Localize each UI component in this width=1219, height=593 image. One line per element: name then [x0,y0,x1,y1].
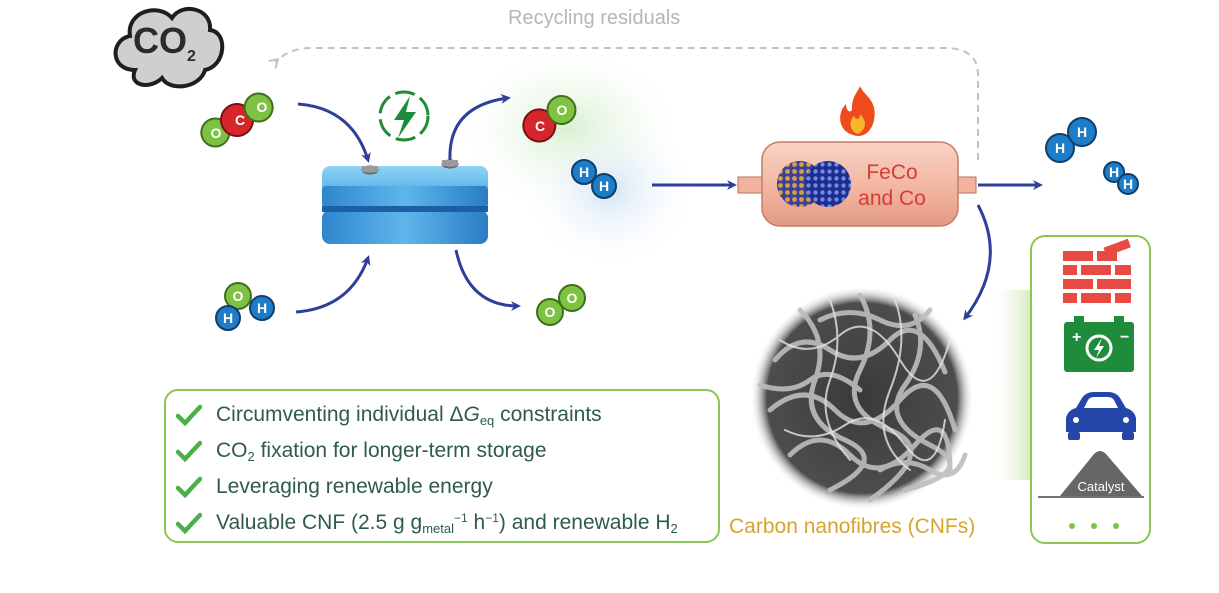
reactor [737,141,977,227]
benefit-item: Leveraging renewable energy [176,469,718,505]
reactor-label: FeCo and Co [852,160,932,212]
benefits-panel: Circumventing individual ΔGeq constraint… [164,389,720,543]
arrow-h2o-to-cell [295,255,371,314]
recycling-residuals-label: Recycling residuals [508,7,681,29]
atom-label-c: C [535,118,545,134]
benefit-text-sup: −1 [454,510,468,525]
benefit-text-part: CO [216,438,248,462]
benefit-text-sup: −1 [485,510,499,525]
benefit-text-sub: 2 [247,448,255,464]
co2-molecule-input [200,92,274,148]
co-catalyst-sphere [805,161,851,207]
benefit-text-part: ) and renewable H [498,510,671,534]
benefit-text-part: fixation for longer-term storage [254,438,547,462]
ellipsis-icon [1069,523,1119,529]
benefit-text-part: Leveraging renewable energy [216,475,493,498]
atom-label-o: O [211,125,222,141]
co2-cloud-main: CO [133,20,187,61]
benefit-text: Circumventing individual ΔGeq constraint… [216,403,602,428]
atom-label-o: O [557,102,568,118]
benefit-text-part: h [467,510,486,534]
brick-wall-icon [1063,238,1131,303]
atom-label-o: O [257,99,268,115]
check-icon [176,404,202,426]
check-icon [176,512,202,534]
benefit-text-part: Circumventing individual Δ [216,402,464,426]
atom-label-h: H [579,164,589,180]
car-icon [1066,392,1136,440]
battery-icon: + − [1064,316,1134,372]
cnf-label: Carbon nanofibres (CNFs) [729,515,976,538]
atom-label-o: O [545,304,556,320]
benefit-text: Leveraging renewable energy [216,475,493,499]
svg-text:+: + [1072,329,1081,346]
benefit-text-italic: G [463,402,480,426]
co2-cloud-icon [113,7,225,89]
benefit-text-sub: eq [479,412,495,428]
atom-label-h: H [1109,164,1119,180]
atom-label-h: H [1077,124,1087,140]
benefit-text: Valuable CNF (2.5 g gmetal−1 h−1) and re… [216,511,678,536]
check-icon [176,476,202,498]
arrow-reactor-to-cnf [963,204,992,321]
benefit-text-part: constraints [494,402,602,426]
atom-label-o: O [567,290,578,306]
co2-cloud-sub: 2 [187,48,196,66]
catalyst-label: Catalyst [1077,479,1125,494]
applications-panel: + − [1030,235,1151,544]
catalyst-icon [1038,451,1144,498]
benefit-text: CO2 fixation for longer-term storage [216,439,547,464]
h2o-molecule-input [215,282,275,331]
check-icon [176,440,202,462]
h2-molecule-electrolyser [571,159,617,199]
atom-label-h: H [599,178,609,194]
atom-label-h: H [1123,176,1133,192]
benefit-text-sub: metal [422,520,455,536]
atom-label-h: H [223,310,233,326]
recycle-arrow [268,47,979,160]
arrow-cell-to-syngas [448,93,511,161]
co-molecule [522,94,577,143]
arrow-cell-to-o2 [454,249,521,311]
co2-cloud-label: CO2 [133,20,196,66]
benefit-item: CO2 fixation for longer-term storage [176,433,718,469]
benefit-text-part: Valuable CNF (2.5 g g [216,510,423,534]
panel-side-glow [990,290,1030,480]
arrow-co2-to-cell [297,102,371,163]
benefit-item: Valuable CNF (2.5 g gmetal−1 h−1) and re… [176,505,718,541]
electrolyser-cell [322,159,488,244]
benefit-text-sub: 2 [670,520,678,536]
cnf-micrograph [750,286,974,510]
reactor-label-line1: FeCo [866,161,918,184]
h2-molecule-output [1045,117,1139,195]
svg-text:−: − [1120,329,1129,346]
atom-label-h: H [1055,140,1065,156]
flame-icon [840,86,875,136]
atom-label-c: C [235,112,245,128]
o2-molecule [536,284,586,326]
atom-label-o: O [233,288,244,304]
lightning-icon [378,90,430,142]
benefit-item: Circumventing individual ΔGeq constraint… [176,397,718,433]
atom-label-h: H [257,300,267,316]
reactor-label-line2: and Co [858,187,926,210]
